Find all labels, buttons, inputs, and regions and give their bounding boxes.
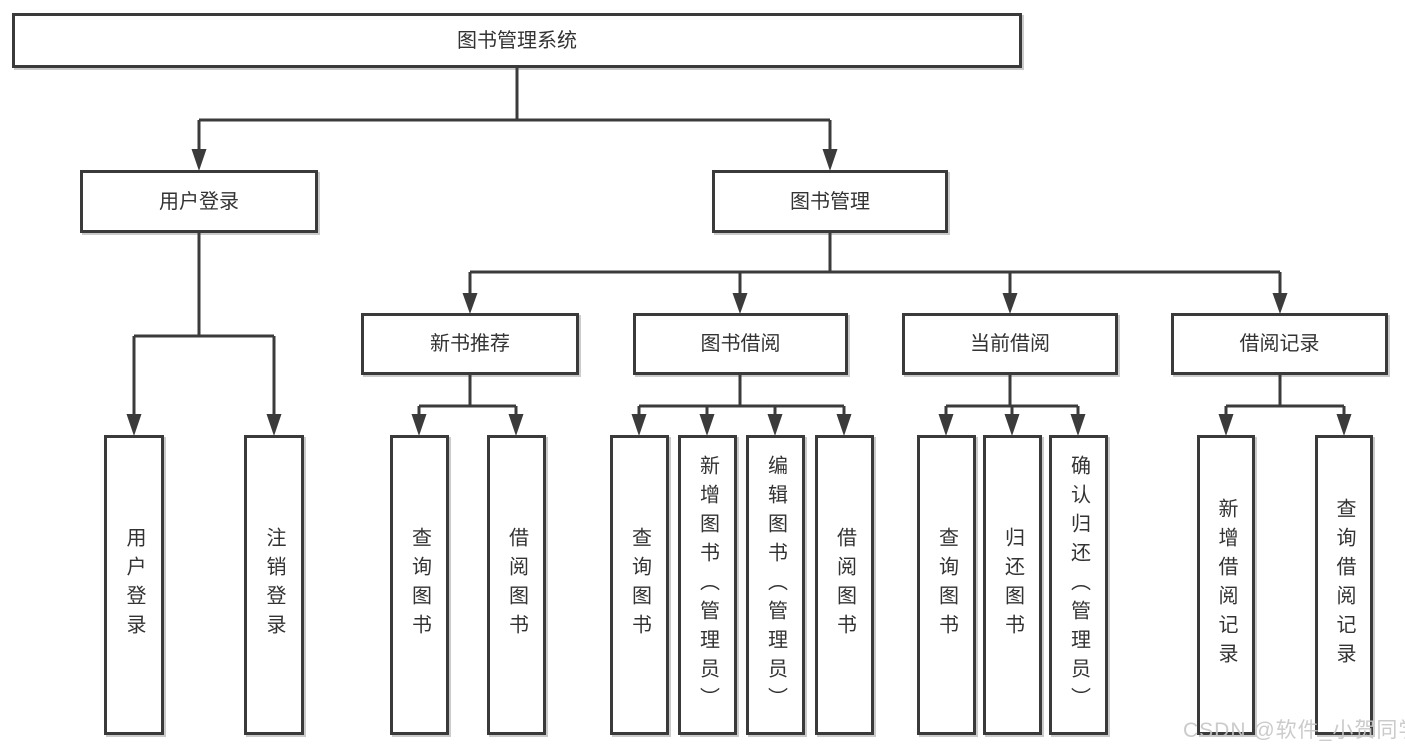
arrowheads-level3 bbox=[462, 293, 1288, 314]
leaf-borrowing-borrow-books: 借阅图书 bbox=[815, 435, 874, 735]
leaf-records-add-record: 新增借阅记录 bbox=[1197, 435, 1255, 735]
leaf-logout: 注销登录 bbox=[244, 435, 304, 735]
leaf-current-confirm-return-admin: 确认归还（管理员） bbox=[1049, 435, 1108, 735]
arrowheads-book-borrow-leaves bbox=[631, 414, 852, 436]
leaf-records-query-record: 查询借阅记录 bbox=[1315, 435, 1373, 735]
leaf-recommend-borrow-books: 借阅图书 bbox=[487, 435, 546, 735]
leaf-current-query-books: 查询图书 bbox=[917, 435, 976, 735]
connector-current-borrow-to-leaves bbox=[944, 374, 1080, 415]
arrowheads-level2 bbox=[191, 149, 838, 171]
connector-book-borrow-to-leaves bbox=[637, 374, 846, 415]
node-user-login: 用户登录 bbox=[80, 170, 318, 233]
leaf-borrowing-query-books: 查询图书 bbox=[610, 435, 669, 735]
node-book-borrowing: 图书借阅 bbox=[633, 313, 848, 375]
connector-user-login-to-leaves bbox=[132, 232, 276, 415]
node-root-library-management-system: 图书管理系统 bbox=[12, 13, 1022, 68]
node-new-book-recommend: 新书推荐 bbox=[361, 313, 579, 375]
leaf-borrowing-add-books-admin: 新增图书（管理员） bbox=[678, 435, 737, 735]
connector-borrow-records-to-leaves bbox=[1224, 374, 1346, 415]
connector-new-book-rec-to-leaves bbox=[417, 374, 518, 415]
leaf-user-login: 用户登录 bbox=[104, 435, 164, 735]
arrowheads-current-borrow-leaves bbox=[938, 414, 1086, 436]
node-borrow-records: 借阅记录 bbox=[1171, 313, 1388, 375]
arrowheads-user-login-leaves bbox=[126, 414, 282, 436]
leaf-borrowing-edit-books-admin: 编辑图书（管理员） bbox=[746, 435, 805, 735]
connector-book-mgmt-to-level3 bbox=[468, 232, 1282, 294]
arrowheads-new-book-rec-leaves bbox=[411, 414, 524, 436]
node-book-management: 图书管理 bbox=[712, 170, 948, 233]
connector-root-to-level2 bbox=[197, 66, 832, 152]
arrowheads-borrow-records-leaves bbox=[1218, 414, 1352, 436]
node-current-borrowing: 当前借阅 bbox=[902, 313, 1118, 375]
leaf-current-return-books: 归还图书 bbox=[983, 435, 1042, 735]
csdn-watermark: CSDN @软件_小贺同学 bbox=[1183, 719, 1405, 742]
leaf-recommend-query-books: 查询图书 bbox=[390, 435, 449, 735]
